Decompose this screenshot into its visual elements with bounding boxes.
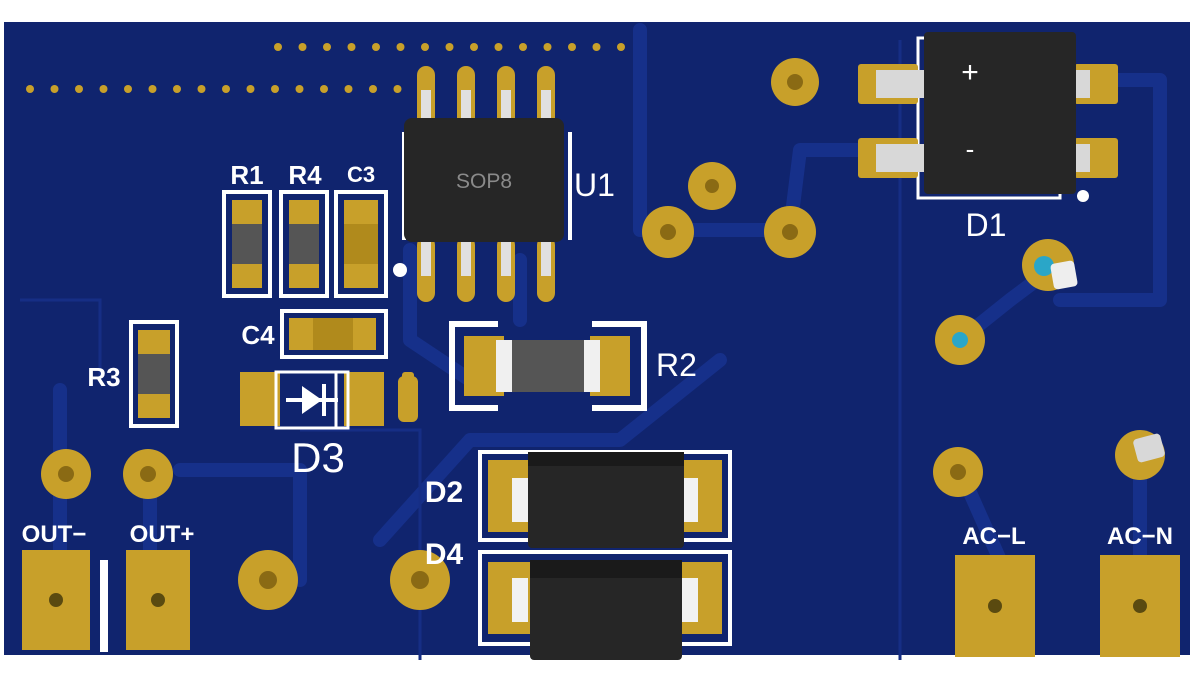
c4-capacitor: C4 [241, 309, 388, 359]
u1-package-body [404, 118, 564, 242]
terminal-divider [100, 560, 108, 652]
via [26, 85, 34, 93]
via [246, 85, 255, 93]
via [148, 85, 157, 93]
d1-bridge-rectifier: + - D1 [858, 32, 1118, 243]
via [396, 43, 405, 51]
r3-designator: R3 [87, 362, 120, 392]
d3-diode: D3 [240, 370, 418, 481]
d2-designator: D2 [425, 476, 463, 509]
via [295, 85, 304, 93]
via [197, 85, 206, 93]
via [543, 43, 552, 51]
via [592, 43, 601, 51]
d4-designator: D4 [425, 538, 464, 571]
r3-resistor: R3 [87, 320, 179, 428]
c3-capacitor: C3 [334, 162, 388, 298]
pad-d1-lead [1022, 239, 1078, 291]
u1-package-label: SOP8 [456, 170, 512, 193]
via [421, 43, 429, 51]
through-hole-pads [41, 58, 1165, 610]
u1-top-pins [417, 66, 555, 130]
via [445, 43, 454, 51]
via-row-top [274, 43, 625, 51]
label-out-minus: OUT− [22, 521, 87, 548]
via-row-left [26, 85, 402, 93]
c4-designator: C4 [241, 320, 275, 350]
pad-out-minus-th [41, 449, 91, 499]
via [271, 85, 279, 93]
via [124, 85, 132, 93]
u1-sop8-chip: SOP8 U1 [393, 66, 615, 302]
d1-plus-mark: + [961, 56, 979, 89]
c3-designator: C3 [347, 162, 375, 187]
terminal-out-minus [22, 550, 90, 650]
u1-pin1-marker [393, 263, 407, 277]
via [222, 85, 230, 93]
via [568, 43, 576, 51]
pad-g [1115, 430, 1165, 480]
u1-bottom-pins [417, 236, 555, 302]
via [274, 43, 282, 51]
pad-top-mid [771, 58, 819, 106]
via [99, 85, 108, 93]
u1-designator: U1 [574, 167, 615, 203]
via [347, 43, 356, 51]
r1-designator: R1 [230, 160, 263, 190]
r2-designator: R2 [656, 347, 697, 383]
pad-f [933, 447, 983, 497]
via [173, 85, 181, 93]
r4-resistor: R4 [279, 160, 329, 298]
pad-b [642, 206, 694, 258]
via [369, 85, 377, 93]
via [372, 43, 380, 51]
terminal-pads [22, 550, 1180, 657]
via [320, 85, 328, 93]
via [75, 85, 83, 93]
terminal-out-plus [126, 550, 190, 650]
d4-diode: D4 [425, 538, 732, 660]
r1-resistor: R1 [222, 160, 272, 298]
pad-e [935, 315, 985, 365]
pad-out-plus-th [123, 449, 173, 499]
via [617, 43, 625, 51]
d3-designator: D3 [291, 434, 345, 481]
d1-minus-mark: - [966, 134, 975, 164]
via [298, 43, 307, 51]
r4-designator: R4 [288, 160, 322, 190]
terminal-ac-n [1100, 555, 1180, 657]
via [393, 85, 402, 93]
terminal-ac-l [955, 555, 1035, 657]
pad-c [764, 206, 816, 258]
via [344, 85, 353, 93]
pad-a [688, 162, 736, 210]
d1-designator: D1 [966, 207, 1007, 243]
via [470, 43, 478, 51]
label-out-plus: OUT+ [130, 521, 195, 548]
diode-symbol-icon [286, 384, 338, 416]
r2-resistor: R2 [449, 321, 697, 411]
d1-pin1-marker [1077, 190, 1089, 202]
d2-diode: D2 [425, 450, 732, 548]
label-ac-n: AC−N [1107, 523, 1173, 550]
via [519, 43, 527, 51]
label-ac-l: AC−L [962, 523, 1025, 550]
via [323, 43, 331, 51]
d3-side-pad [398, 376, 418, 422]
via [50, 85, 59, 93]
pad-h [238, 550, 298, 610]
pad-i [390, 550, 450, 610]
via [494, 43, 503, 51]
